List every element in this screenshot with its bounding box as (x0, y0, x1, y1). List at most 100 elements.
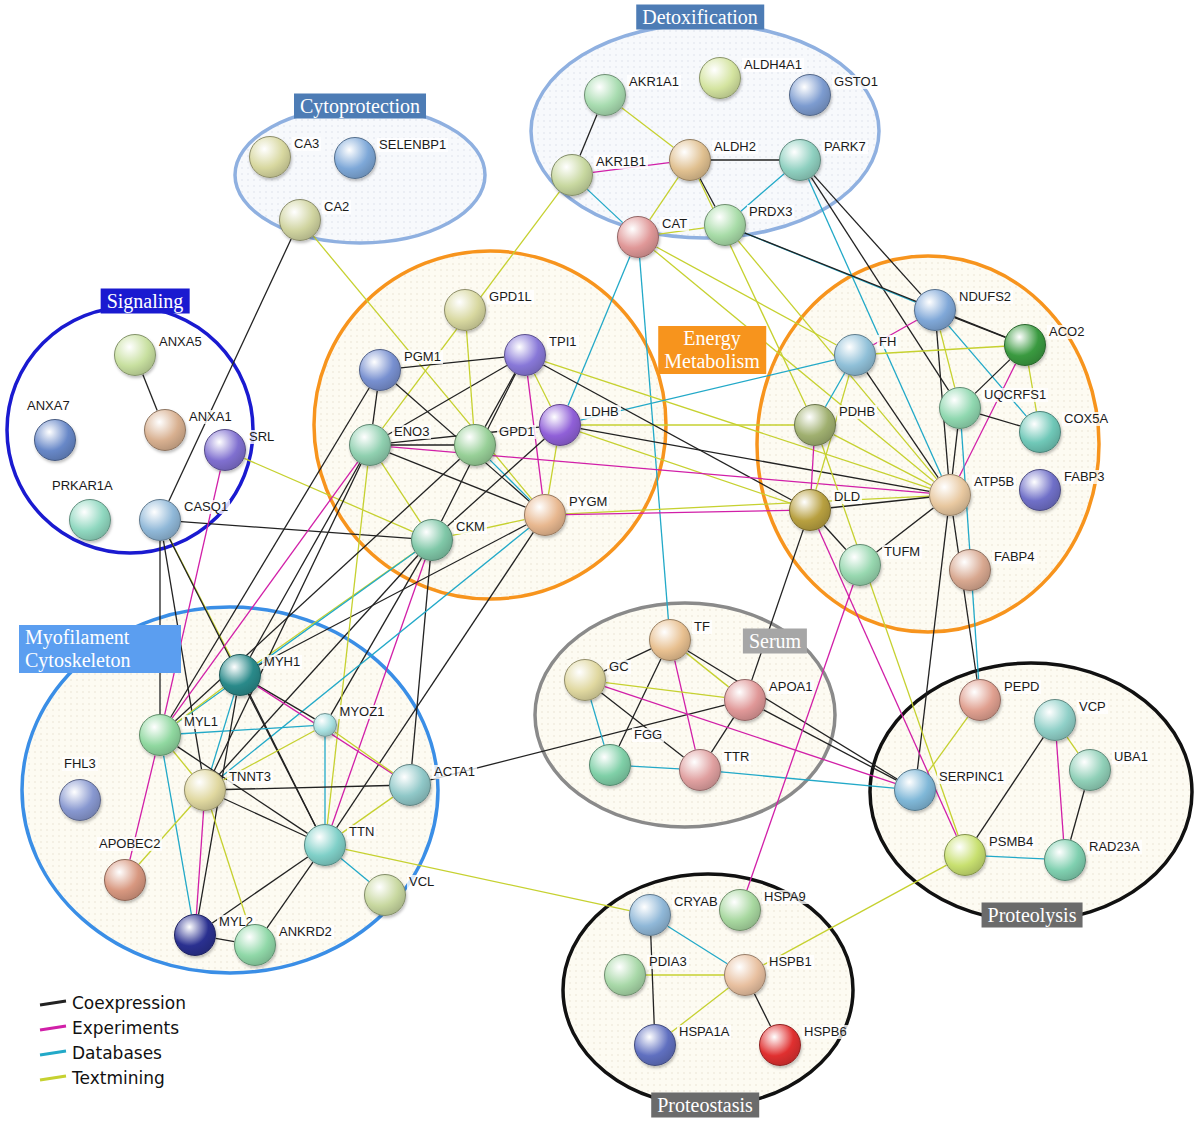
protein-node: ACTA1 (389, 764, 431, 806)
protein-node: SRL (204, 429, 246, 471)
protein-label: NDUFS2 (957, 290, 1013, 304)
protein-label: PYGM (567, 495, 609, 509)
legend-text: Databases (72, 1043, 162, 1063)
protein-label: HSPB1 (767, 955, 814, 969)
protein-sphere (1044, 839, 1086, 881)
protein-label: FH (877, 335, 898, 349)
protein-label: FHL3 (62, 757, 98, 771)
protein-sphere (669, 139, 711, 181)
protein-label: COX5A (1062, 412, 1110, 426)
protein-node: FH (834, 334, 876, 376)
protein-node: VCL (364, 874, 406, 916)
protein-sphere (389, 764, 431, 806)
cluster-ellipse (314, 251, 666, 599)
protein-label: CKM (454, 520, 487, 534)
protein-label: SERPINC1 (937, 770, 1006, 784)
protein-label: ANXA5 (157, 335, 204, 349)
cluster-heading: Detoxification (636, 5, 764, 30)
protein-node: AKR1B1 (551, 154, 593, 196)
protein-sphere (894, 769, 936, 811)
protein-node: HSPA9 (719, 889, 761, 931)
protein-node: HSPA1A (634, 1024, 676, 1066)
protein-node: PGM1 (359, 349, 401, 391)
protein-node: PSMB4 (944, 834, 986, 876)
protein-node: PEPD (959, 679, 1001, 721)
protein-sphere (929, 474, 971, 516)
protein-label: TTN (347, 825, 376, 839)
protein-node: ATP5B (929, 474, 971, 516)
protein-sphere (359, 349, 401, 391)
protein-node: VCP (1034, 699, 1076, 741)
protein-label: ANKRD2 (277, 925, 334, 939)
protein-sphere (584, 74, 626, 116)
protein-label: ACO2 (1047, 325, 1086, 339)
protein-label: PRDX3 (747, 205, 794, 219)
cluster-heading: Myofilament Cytoskeleton (19, 625, 181, 673)
protein-sphere (69, 499, 111, 541)
protein-sphere (589, 744, 631, 786)
protein-node: TPI1 (504, 334, 546, 376)
protein-node: GPD1 (454, 424, 496, 466)
protein-node: HSPB6 (759, 1024, 801, 1066)
protein-label: PDHB (837, 405, 877, 419)
protein-node: MYL1 (139, 714, 181, 756)
protein-label: AKR1B1 (594, 155, 648, 169)
protein-sphere (279, 199, 321, 241)
protein-sphere (334, 137, 376, 179)
protein-label: PEPD (1002, 680, 1041, 694)
protein-sphere (1004, 324, 1046, 366)
protein-label: TUFM (882, 545, 922, 559)
protein-sphere (724, 954, 766, 996)
cluster-heading: Cytoprotection (294, 94, 426, 119)
protein-sphere (411, 519, 453, 561)
protein-sphere (779, 139, 821, 181)
cluster-region: ProteostasisCRYABHSPA9PDIA3HSPB1HSPA1AHS… (561, 872, 855, 1108)
protein-sphere (59, 779, 101, 821)
cluster-region: SignalingANXA5ANXA7ANXA1SRLPRKAR1ACASQ1 (5, 305, 255, 555)
protein-sphere (944, 834, 986, 876)
cluster-ellipse (563, 874, 853, 1106)
legend-text: Experiments (72, 1018, 179, 1038)
protein-label: PGM1 (402, 350, 443, 364)
protein-node: APOBEC2 (104, 859, 146, 901)
protein-sphere (234, 924, 276, 966)
protein-node: SERPINC1 (894, 769, 936, 811)
protein-node: PRKAR1A (69, 499, 111, 541)
protein-sphere (839, 544, 881, 586)
protein-node: PRDX3 (704, 204, 746, 246)
cluster-ellipse (235, 107, 485, 243)
protein-label: TNNT3 (227, 770, 273, 784)
cluster-heading: Proteostasis (651, 1093, 759, 1118)
protein-label: PRKAR1A (50, 479, 115, 493)
protein-node: ANKRD2 (234, 924, 276, 966)
protein-sphere (34, 419, 76, 461)
protein-label: ALDH4A1 (742, 58, 804, 72)
protein-label: ANXA7 (25, 399, 72, 413)
cluster-region: NDUFS2ACO2FHUQCRFS1COX5APDHBATP5BFABP3DL… (755, 254, 1101, 634)
protein-sphere (939, 387, 981, 429)
protein-node: CRYAB (629, 894, 671, 936)
protein-label: SRL (247, 430, 276, 444)
cluster-ellipse (531, 24, 879, 238)
legend-line-sample (38, 1046, 68, 1060)
protein-node: ACO2 (1004, 324, 1046, 366)
protein-sphere (114, 334, 156, 376)
protein-label: HSPA9 (762, 890, 808, 904)
protein-sphere (313, 713, 337, 737)
legend-line-sample (38, 1071, 68, 1085)
protein-node: GSTO1 (789, 74, 831, 116)
protein-sphere (789, 489, 831, 531)
protein-label: HSPB6 (802, 1025, 849, 1039)
protein-node: TF (649, 619, 691, 661)
protein-label: UQCRFS1 (982, 388, 1048, 402)
protein-sphere (949, 549, 991, 591)
protein-label: CASQ1 (182, 500, 230, 514)
legend-line-sample (38, 996, 68, 1010)
protein-sphere (719, 889, 761, 931)
protein-sphere (634, 1024, 676, 1066)
protein-node: ANXA7 (34, 419, 76, 461)
cluster-region: SerumTFGCAPOA1FGGTTR (533, 601, 837, 829)
protein-node: AKR1A1 (584, 74, 626, 116)
protein-sphere (794, 404, 836, 446)
